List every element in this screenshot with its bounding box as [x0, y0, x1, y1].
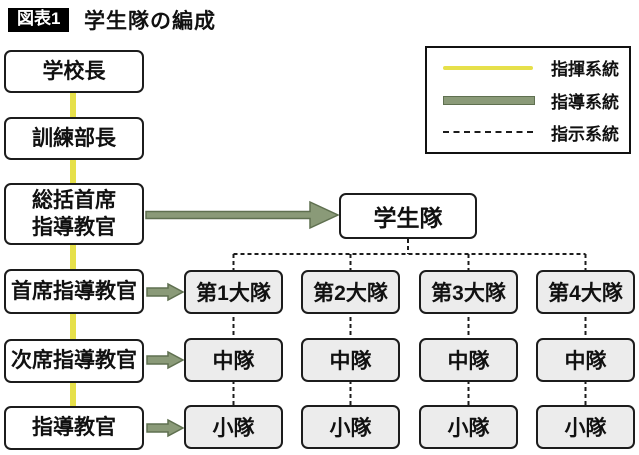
node-battalion-4: 第4大隊 [536, 270, 635, 314]
instruction-line-swatch [443, 131, 533, 134]
node-deputy-chief-instructor: 次席指導教官 [4, 339, 144, 383]
legend-label: 指導系統 [551, 92, 619, 112]
node-label: 小隊 [212, 417, 255, 440]
node-label: 中隊 [212, 350, 255, 373]
legend-label: 指揮系統 [551, 60, 619, 80]
node-label: 訓練部長 [32, 126, 116, 150]
node-company-1: 中隊 [184, 338, 283, 382]
node-platoon-1: 小隊 [184, 405, 283, 449]
node-label: 中隊 [329, 350, 372, 373]
node-battalion-1: 第1大隊 [184, 270, 283, 314]
node-general-chief-instructor: 総括首席 指導教官 [4, 183, 144, 245]
node-label: 中隊 [447, 350, 490, 373]
guidance-arrow-platoon [146, 418, 185, 438]
node-platoon-3: 小隊 [419, 405, 518, 449]
node-label: 中隊 [564, 350, 607, 373]
legend-item-guidance: 指導系統 [427, 88, 629, 113]
node-company-4: 中隊 [536, 338, 635, 382]
node-training-director: 訓練部長 [4, 117, 144, 160]
node-label: 指導教官 [32, 416, 116, 440]
node-label: 第2大隊 [313, 282, 388, 305]
node-instructor: 指導教官 [4, 406, 144, 450]
guidance-line-swatch [443, 95, 535, 105]
node-label: 第3大隊 [431, 282, 506, 305]
node-label: 学生隊 [373, 205, 443, 231]
node-student-corps: 学生隊 [339, 193, 477, 239]
page-title: 学生隊の編成 [84, 10, 216, 33]
figure-badge: 図表1 [8, 8, 70, 32]
node-chief-instructor: 首席指導教官 [4, 269, 144, 314]
node-label: 第1大隊 [196, 282, 271, 305]
node-school-principal: 学校長 [4, 50, 144, 93]
node-label: 次席指導教官 [11, 349, 137, 373]
node-label: 首席指導教官 [11, 279, 137, 303]
instruction-lines [232, 239, 587, 427]
guidance-arrow-battalion [146, 282, 185, 302]
node-battalion-3: 第3大隊 [419, 270, 518, 314]
node-company-3: 中隊 [419, 338, 518, 382]
node-company-2: 中隊 [301, 338, 400, 382]
guidance-arrow-main [145, 200, 340, 230]
node-label: 小隊 [564, 417, 607, 440]
node-label: 小隊 [329, 417, 372, 440]
node-label: 総括首席 指導教官 [32, 188, 116, 239]
legend-label: 指示系統 [551, 124, 619, 144]
node-label: 学校長 [42, 59, 106, 83]
command-line-swatch [443, 65, 533, 70]
legend: 指揮系統 指導系統 指示系統 [425, 46, 631, 154]
node-platoon-4: 小隊 [536, 405, 635, 449]
node-battalion-2: 第2大隊 [301, 270, 400, 314]
node-platoon-2: 小隊 [301, 405, 400, 449]
legend-item-instruction: 指示系統 [427, 120, 629, 145]
node-label: 小隊 [447, 417, 490, 440]
guidance-arrow-company [146, 350, 185, 370]
legend-item-command: 指揮系統 [427, 55, 629, 80]
node-label: 第4大隊 [548, 282, 623, 305]
